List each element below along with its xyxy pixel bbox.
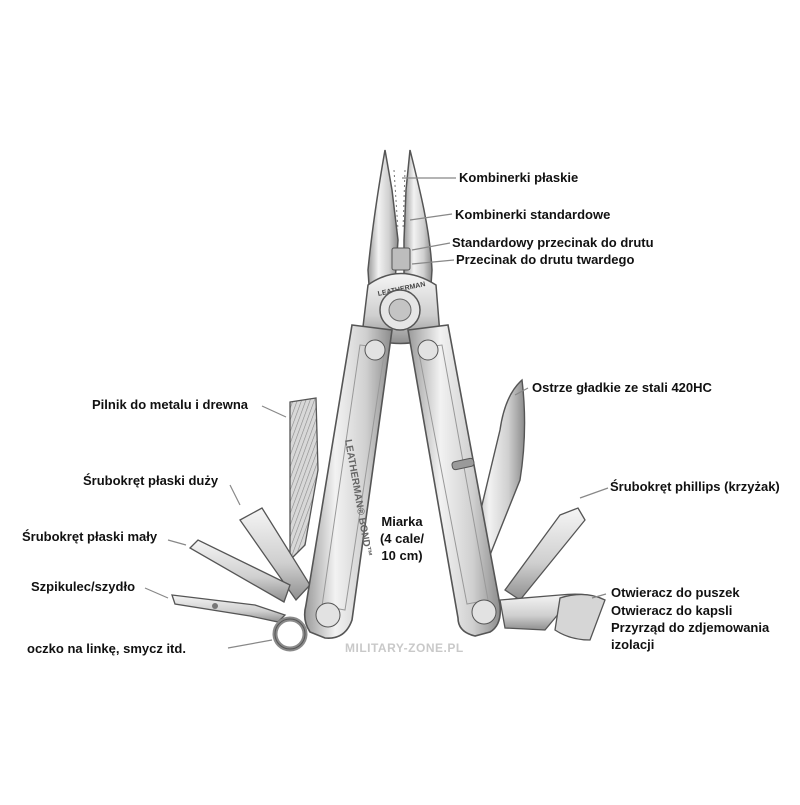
pliers-jaws: LEATHERMAN xyxy=(361,149,441,345)
label-awl: Szpikulec/szydło xyxy=(31,579,136,594)
label-ruler-line-1: Miarka xyxy=(381,514,423,529)
label-standard-wire-cutter: Standardowy przecinak do drutu xyxy=(452,235,654,250)
wire-cutter xyxy=(391,247,411,271)
bottle-opener xyxy=(554,593,606,641)
label-ruler-line-3: 10 cm) xyxy=(381,548,423,563)
label-blade: Ostrze gładkie ze stali 420HC xyxy=(532,380,712,395)
left-handle: LEATHERMAN® BOND™ xyxy=(303,324,393,639)
label-wire-stripper-line-1: Przyrząd do zdjemowania xyxy=(611,620,770,635)
label-ruler-line-2: (4 cale/ xyxy=(379,531,425,546)
label-flat-pliers: Kombinerki płaskie xyxy=(459,170,579,185)
label-hard-wire-cutter: Przecinak do drutu twardego xyxy=(456,252,635,267)
leader-lines xyxy=(144,177,609,649)
label-small-screwdriver: Śrubokręt płaski mały xyxy=(22,529,158,544)
watermark: MILITARY-ZONE.PL xyxy=(345,641,464,655)
label-phillips-screwdriver: Śrubokręt phillips (krzyżak) xyxy=(610,479,780,494)
awl xyxy=(171,594,287,623)
label-large-screwdriver: Śrubokręt płaski duży xyxy=(83,473,219,488)
phillips-screwdriver xyxy=(504,507,586,601)
small-screwdriver xyxy=(188,539,291,603)
label-wire-stripper-line-2: izolacji xyxy=(611,637,655,652)
label-file: Pilnik do metalu i drewna xyxy=(92,397,249,412)
left-tools xyxy=(171,397,319,652)
file-tool xyxy=(289,397,319,562)
label-standard-pliers: Kombinerki standardowe xyxy=(455,207,611,222)
label-bottle-opener: Otwieracz do kapsli xyxy=(611,603,733,618)
label-can-opener: Otwieracz do puszek xyxy=(611,585,740,600)
right-handle xyxy=(407,324,502,637)
label-lanyard-ring: oczko na linkę, smycz itd. xyxy=(27,641,186,656)
